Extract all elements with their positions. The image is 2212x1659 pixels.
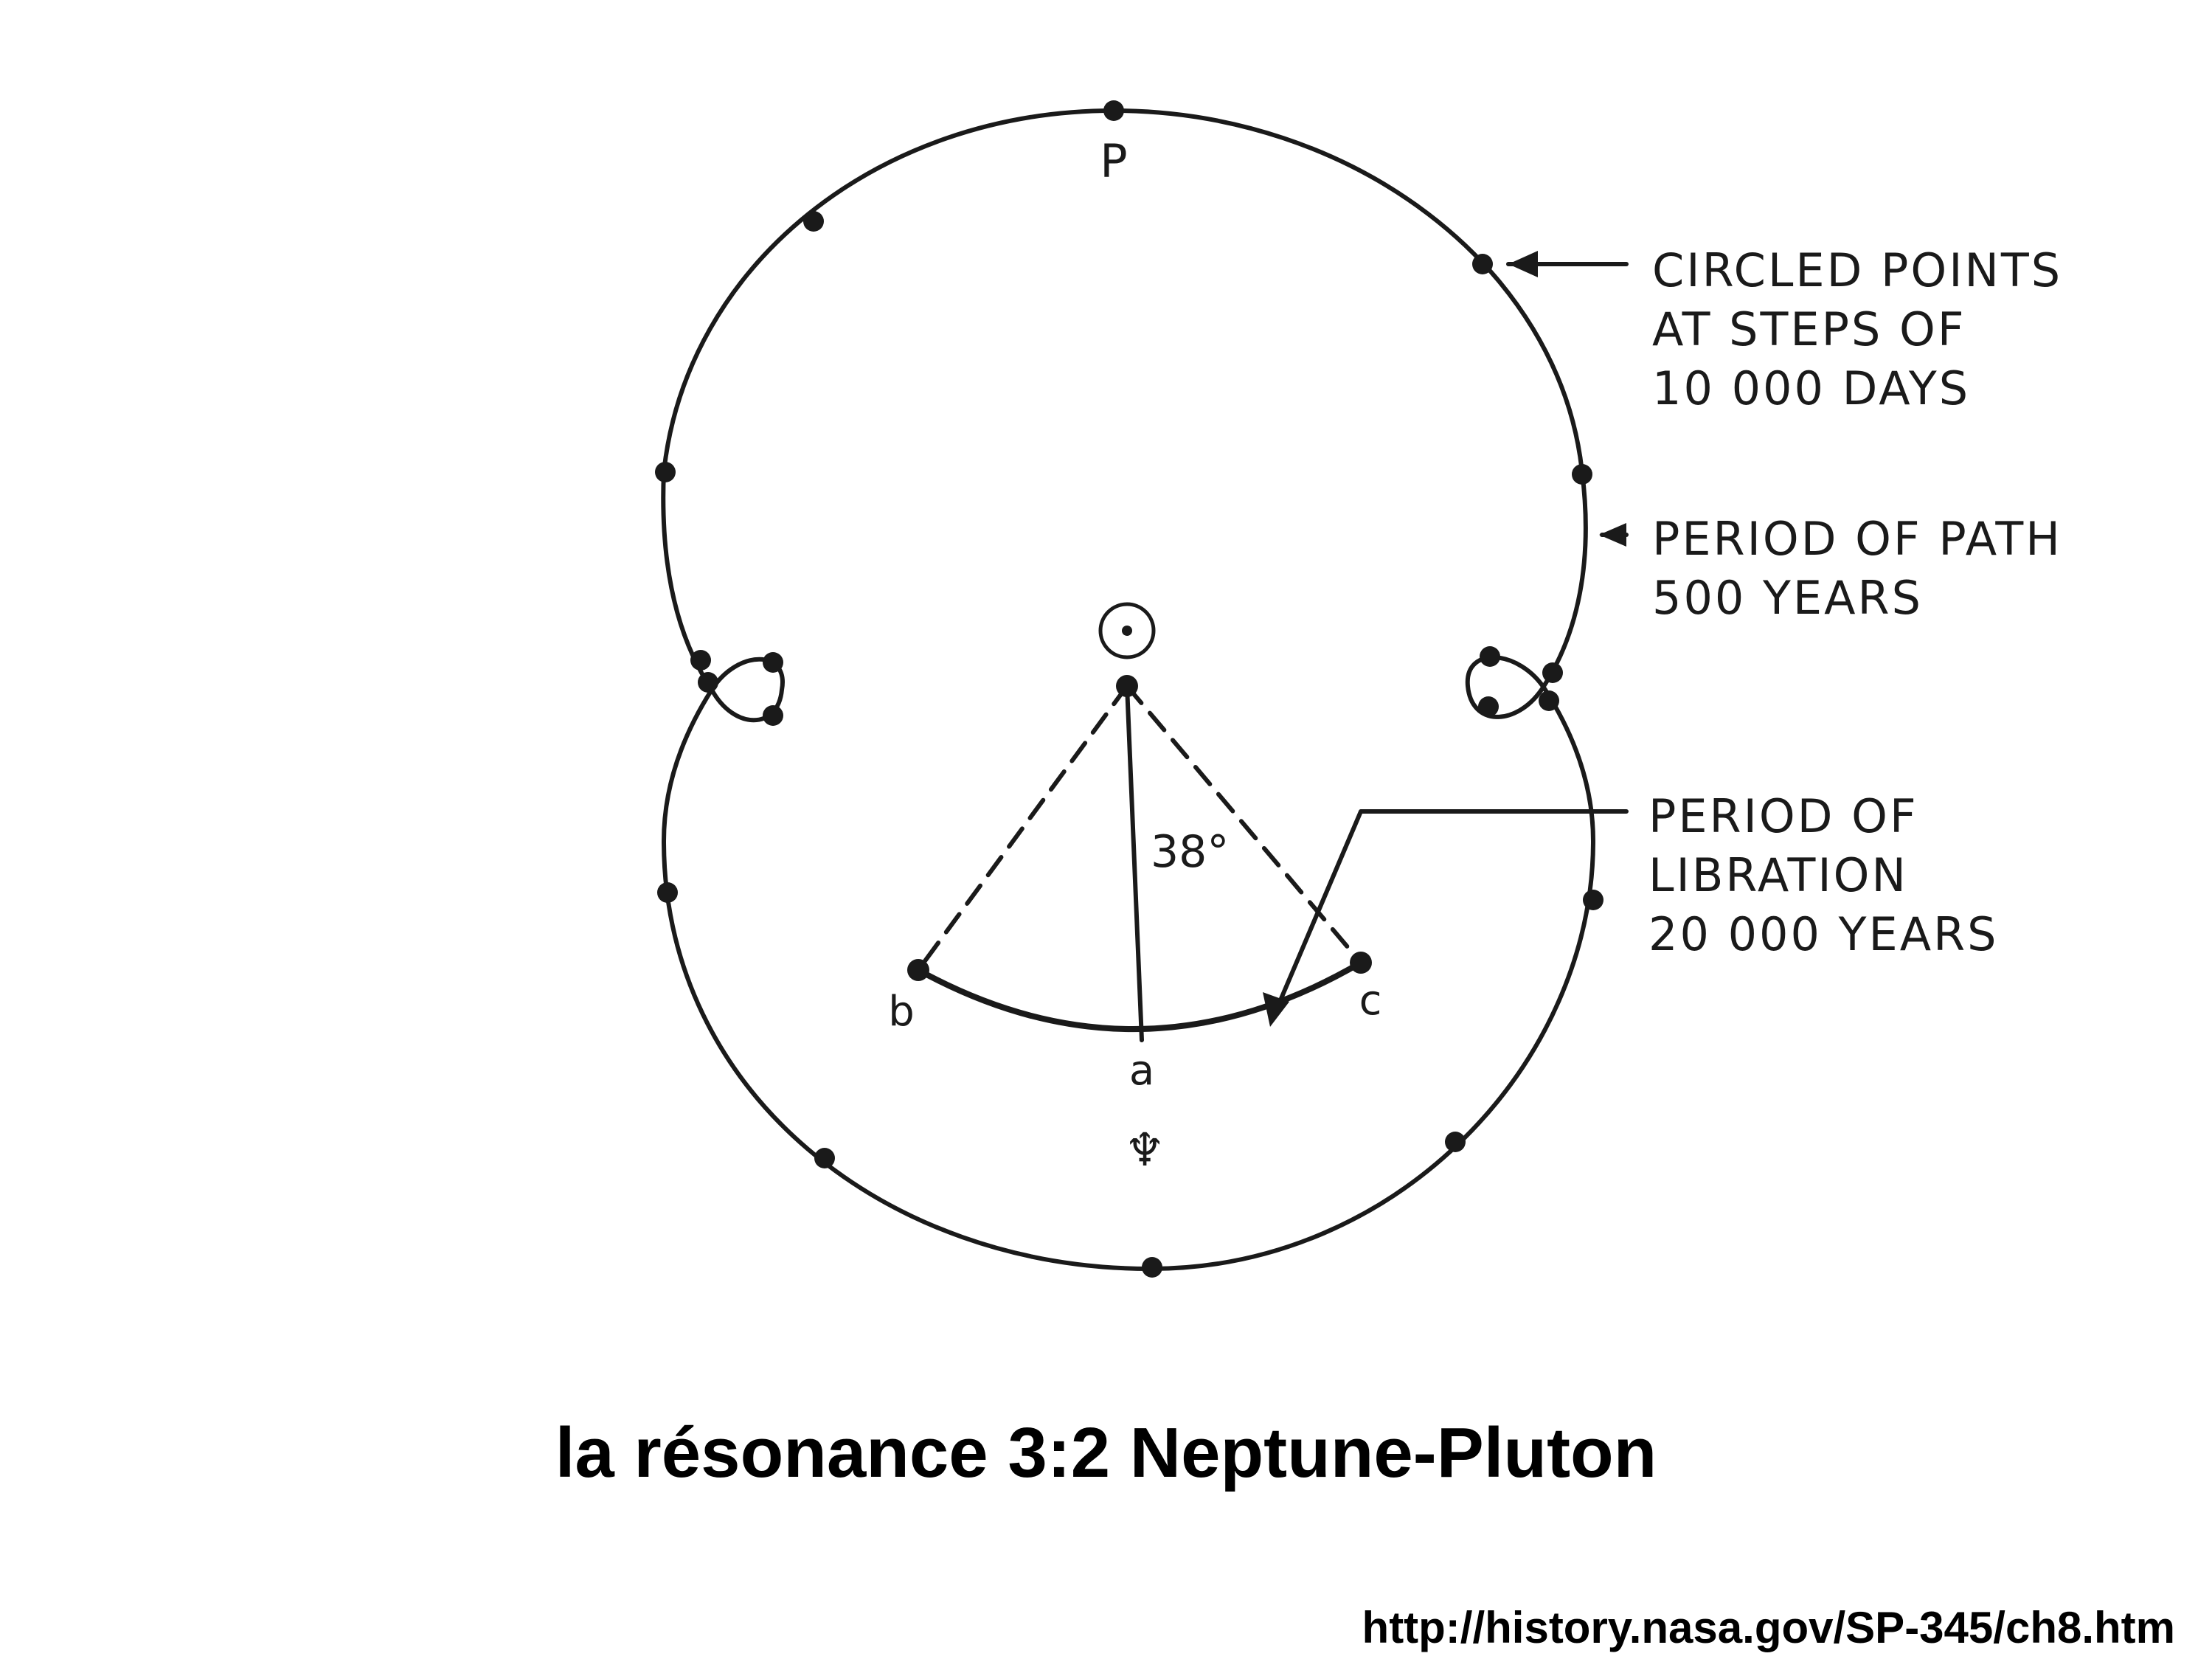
point-b-label: b <box>888 988 915 1036</box>
path-point <box>1445 1132 1466 1152</box>
center-to-c-dashed-line <box>1125 684 1363 965</box>
libration-leader <box>1274 809 1629 1013</box>
path-point <box>698 672 718 693</box>
pluto-symbol: P <box>1100 134 1127 188</box>
path-point <box>1142 1257 1162 1278</box>
path-point <box>1103 100 1124 121</box>
period-path-callout-line1: PERIOD OF PATH <box>1652 512 2062 566</box>
path-point <box>1480 646 1500 667</box>
path-point <box>814 1148 835 1168</box>
center-to-b-dashed-line <box>916 684 1129 972</box>
neptune-frame-center-point <box>1116 675 1138 697</box>
path-point <box>657 882 678 903</box>
path-point <box>1583 890 1603 910</box>
circled-points-callout-line1: CIRCLED POINTS <box>1652 243 2062 297</box>
path-point <box>655 462 676 482</box>
path-point <box>763 705 783 726</box>
libration-point-b <box>907 959 929 981</box>
neptune-symbol: ♆ <box>1124 1123 1165 1177</box>
center-to-a-line <box>1125 684 1144 1042</box>
path-point <box>1472 254 1493 274</box>
point-c-label: c <box>1359 977 1382 1025</box>
circled-points-callout-line2: AT STEPS OF <box>1652 302 1966 356</box>
path-point <box>1572 464 1592 485</box>
path-point <box>1539 690 1559 711</box>
path-point <box>690 650 711 671</box>
circled-points-callout-line3: 10 000 DAYS <box>1652 361 1970 415</box>
path-point <box>1542 662 1563 683</box>
arrowhead-period-path <box>1599 523 1626 547</box>
path-point <box>1478 696 1499 717</box>
period-path-callout-line2: 500 YEARS <box>1652 571 1923 625</box>
sun-center-dot <box>1122 626 1132 636</box>
angle-label: 38° <box>1151 826 1229 878</box>
source-url: http://history.nasa.gov/SP-345/ch8.htm <box>1362 1603 2175 1652</box>
point-a-label: a <box>1129 1047 1154 1095</box>
libration-callout-line2: LIBRATION <box>1648 848 1908 902</box>
arrowhead-libration <box>1263 992 1289 1027</box>
libration-point-c <box>1350 952 1372 974</box>
sun-symbol-ring <box>1098 602 1156 659</box>
slide-caption: la résonance 3:2 Neptune-Pluton <box>555 1413 1657 1492</box>
libration-callout-line1: PERIOD OF <box>1648 789 1918 843</box>
libration-callout-line3: 20 000 YEARS <box>1648 907 1999 961</box>
path-point <box>763 652 783 673</box>
arrowhead-circled-points <box>1508 251 1538 277</box>
path-point <box>803 211 824 232</box>
